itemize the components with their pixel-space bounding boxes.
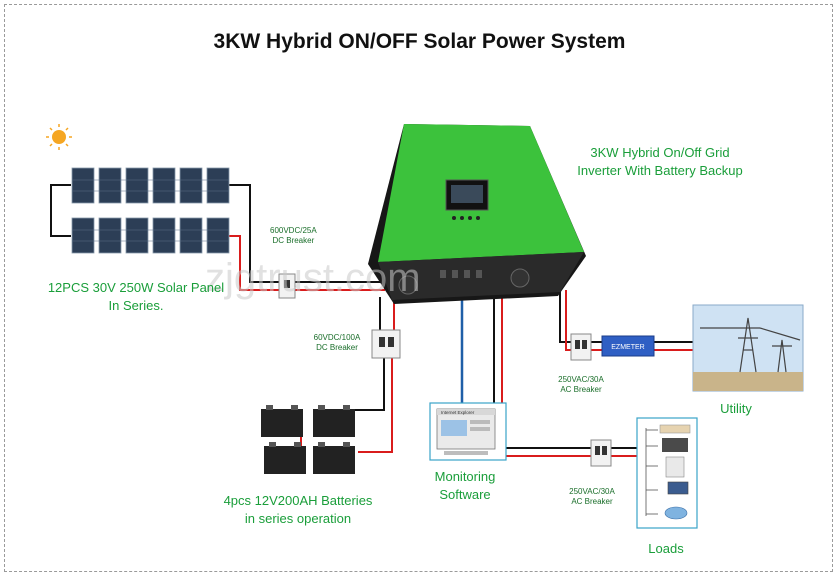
battery-bank	[261, 405, 355, 474]
label-solar-panels: 12PCS 30V 250W Solar Panel In Series.	[30, 279, 242, 315]
battery-icon	[313, 405, 355, 437]
battery-icon	[313, 442, 355, 474]
energy-meter: EZMETER	[602, 336, 654, 356]
label-battery-dc-breaker: 60VDC/100A DC Breaker	[306, 333, 368, 353]
label-grid-ac-breaker: 250VAC/30A AC Breaker	[546, 375, 616, 395]
label-solar-panels-text: 12PCS 30V 250W Solar Panel In Series.	[30, 279, 242, 315]
battery-icon	[261, 405, 303, 437]
label-grid-ac-breaker-text: 250VAC/30A AC Breaker	[546, 375, 616, 395]
breaker-icon-loads	[591, 440, 611, 466]
label-utility: Utility	[706, 400, 766, 418]
label-inverter-text: 3KW Hybrid On/Off Grid Inverter With Bat…	[560, 144, 760, 180]
loads-panel	[637, 418, 697, 528]
label-battery-dc-breaker-text: 60VDC/100A DC Breaker	[306, 333, 368, 353]
battery-icon	[264, 442, 306, 474]
solar-panel-row-bottom	[72, 218, 229, 253]
breaker-icon-battery	[372, 330, 400, 358]
label-loads-ac-breaker: 250VAC/30A AC Breaker	[556, 487, 628, 507]
label-batteries: 4pcs 12V200AH Batteries in series operat…	[198, 492, 398, 528]
solar-panel-array	[72, 168, 229, 253]
label-pv-dc-breaker: 600VDC/25A DC Breaker	[270, 226, 317, 246]
label-inverter: 3KW Hybrid On/Off Grid Inverter With Bat…	[560, 144, 760, 180]
label-monitoring-software-text: Monitoring Software	[420, 468, 510, 504]
power-tower-icon	[693, 305, 803, 391]
load-icon	[666, 457, 684, 477]
breaker-icon-grid	[571, 334, 591, 360]
load-icon	[662, 438, 688, 452]
load-icon	[660, 425, 690, 433]
solar-panel-row-top	[72, 168, 229, 203]
label-loads-ac-breaker-text: 250VAC/30A AC Breaker	[556, 487, 628, 507]
load-icon	[665, 507, 687, 519]
label-batteries-text: 4pcs 12V200AH Batteries in series operat…	[198, 492, 398, 528]
label-loads: Loads	[640, 540, 692, 558]
label-monitoring-software: Monitoring Software	[420, 468, 510, 504]
monitor-icon: Internet Explorer	[430, 403, 506, 460]
meter-label: EZMETER	[611, 344, 644, 351]
browser-title: Internet Explorer	[441, 410, 475, 415]
label-pv-dc-breaker-text: 600VDC/25A DC Breaker	[270, 226, 317, 246]
sun-icon	[46, 124, 72, 150]
load-icon	[668, 482, 688, 494]
